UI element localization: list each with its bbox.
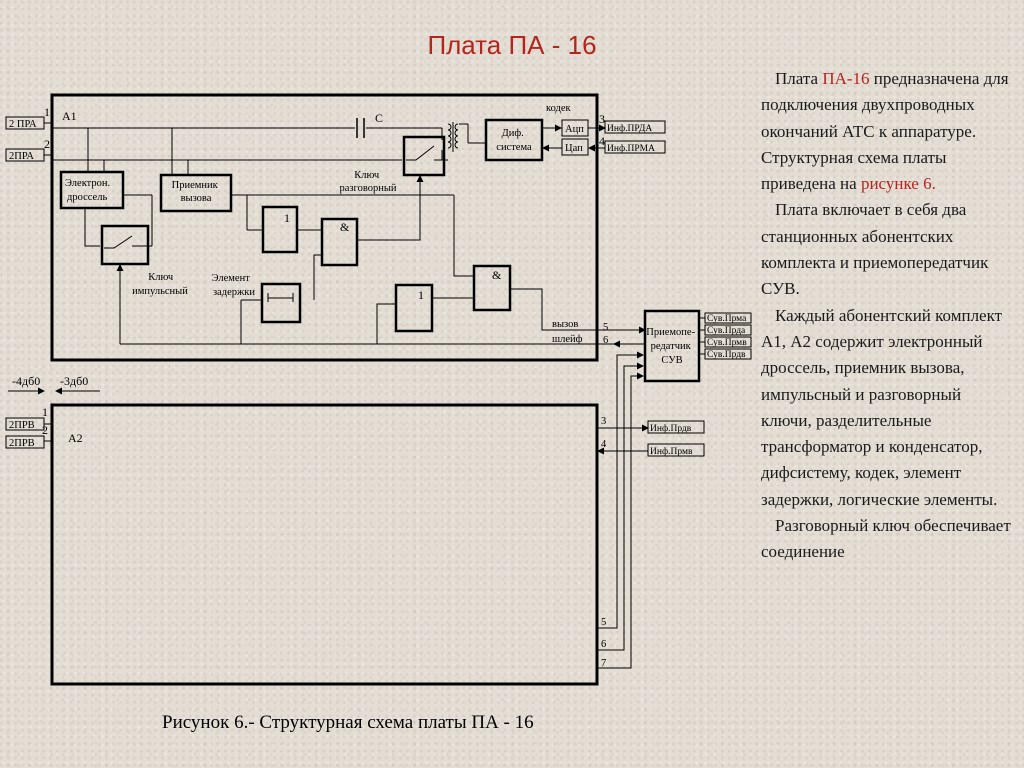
inductor-line2: дроссель: [67, 192, 107, 203]
level-out: -3дб0: [60, 374, 88, 388]
pin-number: 7: [601, 658, 606, 669]
level-in: -4дб0: [12, 374, 40, 388]
output-inf-prmv-label: Инф.Прмв: [650, 446, 693, 457]
output-inf-prdv: [647, 420, 705, 434]
suv-output-prma: Сув.Прма: [707, 314, 747, 324]
suv-output-prdv: Сув.Прдв: [707, 350, 746, 360]
pin-number: 2: [42, 423, 48, 437]
call-receiver-label: Приемник вызова: [172, 180, 221, 204]
pin-number: 6: [601, 639, 606, 650]
transformer: [447, 122, 486, 152]
not-gate-2-label: 1: [418, 288, 424, 302]
speech-key-line2: разговорный: [339, 183, 396, 194]
suv-transceiver-label: Приемопе- редатчик СУВ: [646, 327, 697, 366]
capacitor-label: С: [375, 111, 383, 125]
pin-number: 2: [44, 137, 50, 151]
logic-not-gate-2: [394, 283, 434, 333]
pin-number: 5: [603, 322, 608, 333]
delay-element-label: Элемент задержки: [212, 273, 256, 298]
output-inf-prda: [604, 120, 666, 134]
pulse-key-line1: Ключ: [148, 272, 174, 283]
slide-title: Плата ПА - 16: [427, 30, 597, 60]
output-inf-prma-label: Инф.ПРМА: [607, 143, 655, 154]
not-gate-1-label: 1: [284, 211, 290, 225]
terminal-a1-pin1-label: 2 ПРА: [9, 119, 37, 130]
board-a1: [50, 93, 599, 362]
board-a2: [50, 403, 599, 686]
terminal-a2-pin2: [5, 435, 45, 449]
board-a1-label: А1: [62, 109, 77, 123]
pin-number: 5: [601, 617, 606, 628]
adc-label: Ацп: [565, 124, 584, 135]
suv-transceiver-block: [643, 309, 701, 383]
delay-element-block: [260, 282, 302, 324]
logic-and-gate-2: [472, 264, 512, 312]
delay-line2: задержки: [213, 287, 255, 298]
diff-system-line1: Диф.: [502, 128, 524, 139]
pulse-key-label: Ключ импульсный: [132, 272, 188, 297]
electronic-inductor-label: Электрон. дроссель: [65, 178, 113, 203]
pin-number: 1: [44, 105, 50, 119]
diff-system-block: [484, 118, 544, 162]
speech-key-line1: Ключ: [354, 170, 380, 181]
output-inf-prda-label: Инф.ПРДА: [607, 123, 652, 134]
suv-outputs: [699, 312, 752, 360]
suv-output-prmv: Сув.Прмв: [707, 338, 747, 348]
suv-output-prda: Сув.Прда: [707, 326, 746, 336]
suv-line3: СУВ: [661, 355, 682, 366]
dac-label: Цап: [565, 143, 583, 154]
call-receiver-line2: вызова: [181, 193, 212, 204]
figure-caption: Рисунок 6.- Структурная схема платы ПА -…: [162, 712, 534, 733]
terminal-a1-pin2-label: 2ПРА: [9, 151, 34, 162]
description-text: Плата ПА-16 предназначена для подключени…: [761, 66, 1013, 566]
pulse-key-line2: импульсный: [132, 286, 188, 297]
loop-signal-label: шлейф: [552, 334, 583, 345]
pin-number: 3: [599, 112, 605, 126]
codec-label: кодек: [546, 103, 572, 114]
description-paragraph-3: Каждый абонентский комплект А1, А2 содер…: [761, 305, 1003, 509]
description-paragraph-2: Плата включает в себя два станционных аб…: [761, 200, 989, 299]
pin-number: 4: [599, 134, 605, 148]
pin-number: 4: [601, 439, 607, 450]
delay-line1: Элемент: [212, 273, 251, 284]
call-receiver-block: [159, 173, 233, 213]
and-gate-2-label: &: [492, 268, 502, 282]
call-signal-label: вызов: [552, 319, 578, 330]
board-name: ПА-16: [822, 69, 870, 88]
pin-number: 6: [603, 335, 608, 346]
output-inf-prdv-label: Инф.Прдв: [650, 423, 692, 434]
logic-not-gate-1: [261, 205, 299, 254]
output-inf-prma: [604, 140, 666, 154]
pin-number: 1: [42, 405, 48, 419]
suv-line2: редатчик: [651, 341, 692, 352]
terminal-a2-pin2-label: 2ПРВ: [9, 438, 35, 449]
figure-reference: рисунке 6.: [860, 174, 936, 194]
description-paragraph-4: Разговорный ключ обеспечивает соединение: [761, 516, 1011, 562]
call-receiver-line1: Приемник: [172, 180, 219, 191]
logic-and-gate-1: [320, 217, 359, 267]
speech-key-label: Ключ разговорный: [339, 170, 396, 194]
output-inf-prmv: [647, 443, 705, 457]
and-gate-1-label: &: [340, 220, 350, 234]
diff-system-line2: система: [496, 142, 532, 153]
terminal-a2-pin1-label: 2ПРВ: [9, 420, 35, 431]
suv-line1: Приемопе-: [646, 327, 695, 338]
board-a2-label: А2: [68, 431, 83, 445]
speech-key-block: [402, 135, 446, 177]
diff-system-label: Диф. система: [496, 128, 532, 153]
inductor-line1: Электрон.: [65, 178, 110, 189]
pin-number: 3: [601, 416, 606, 427]
pulse-key-block: [100, 224, 150, 266]
electronic-inductor-block: [59, 170, 125, 210]
description-paragraph-1: Плата ПА-16 предназначена для подключени…: [761, 69, 1009, 194]
